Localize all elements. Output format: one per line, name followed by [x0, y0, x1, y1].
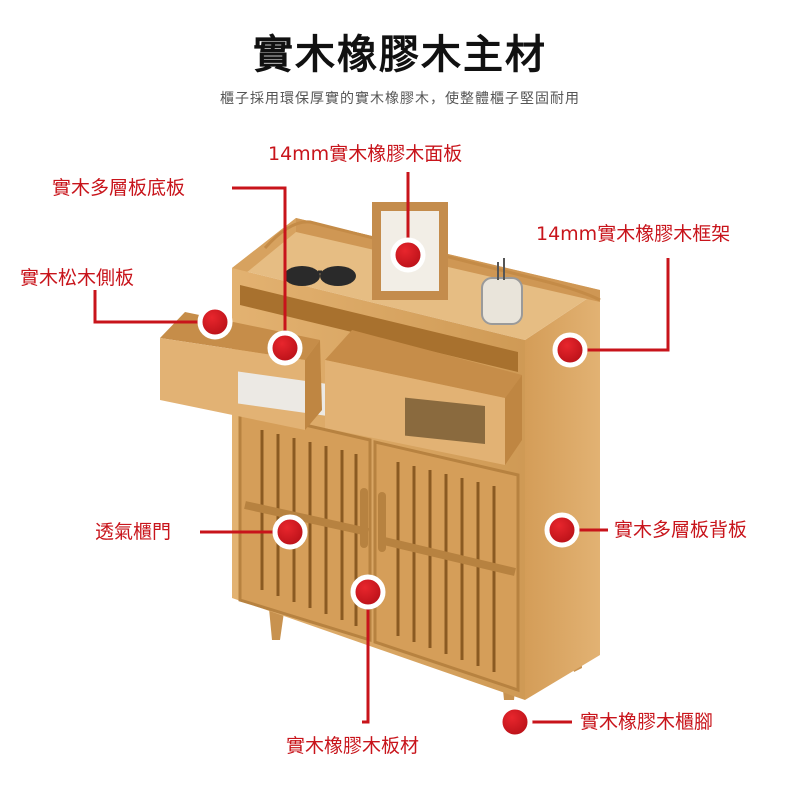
side-panel-shape	[525, 290, 600, 700]
page-title: 實木橡膠木主材	[253, 32, 547, 78]
page-subtitle: 櫃子採用環保厚實的實木橡膠木，使整體櫃子堅固耐用	[220, 91, 580, 107]
callout-top-panel: 14mm實木橡膠木面板	[268, 143, 463, 165]
vent-doors	[238, 408, 520, 693]
callout-back-board: 實木多層板背板	[614, 519, 748, 541]
callout-bottom-board: 實木多層板底板	[52, 177, 186, 199]
marker-dots	[197, 237, 588, 740]
callout-frame: 14mm實木橡膠木框架	[536, 223, 731, 245]
callout-vent-door: 透氣櫃門	[95, 521, 172, 543]
callout-legs: 實木橡膠木櫃腳	[580, 711, 714, 733]
leader-lines	[93, 172, 670, 724]
callout-board-material: 實木橡膠木板材	[286, 735, 420, 757]
callout-side-panel: 實木松木側板	[20, 267, 135, 289]
